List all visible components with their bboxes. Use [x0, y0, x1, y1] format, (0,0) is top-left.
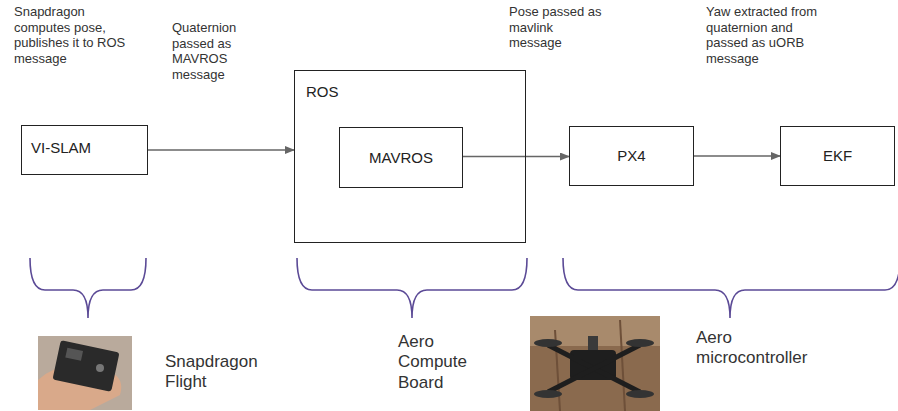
curly-bracket	[30, 258, 146, 318]
hardware-label: Aero Compute Board	[398, 332, 488, 393]
snapdragon-photo	[38, 336, 132, 410]
hardware-label: Snapdragon Flight	[165, 352, 275, 393]
node-label: VI-SLAM	[31, 139, 91, 157]
node-label: MAVROS	[369, 149, 433, 167]
arrow-connector	[148, 149, 294, 150]
process-box: PX4	[569, 126, 694, 186]
process-box: MAVROS	[339, 127, 463, 188]
annotation-note: Yaw extracted from quaternion and passed…	[706, 4, 824, 66]
drone-photo	[530, 316, 660, 411]
curly-bracket	[563, 258, 898, 318]
annotation-note: Snapdragon computes pose, publishes it t…	[14, 4, 138, 66]
annotation-note: Quaternion passed as MAVROS message	[172, 20, 262, 82]
container-box: ROS MAVROS	[294, 70, 526, 243]
arrow-connector	[463, 156, 569, 157]
node-label: EKF	[823, 147, 852, 165]
process-box: EKF	[780, 126, 895, 186]
annotation-note: Pose passed as mavlink message	[509, 4, 605, 51]
curly-bracket	[297, 258, 527, 318]
node-label: ROS	[306, 83, 339, 101]
process-box: VI-SLAM	[21, 125, 148, 175]
node-label: PX4	[617, 147, 645, 165]
arrow-connector	[694, 155, 780, 156]
hardware-label: Aero microcontroller	[696, 328, 836, 369]
